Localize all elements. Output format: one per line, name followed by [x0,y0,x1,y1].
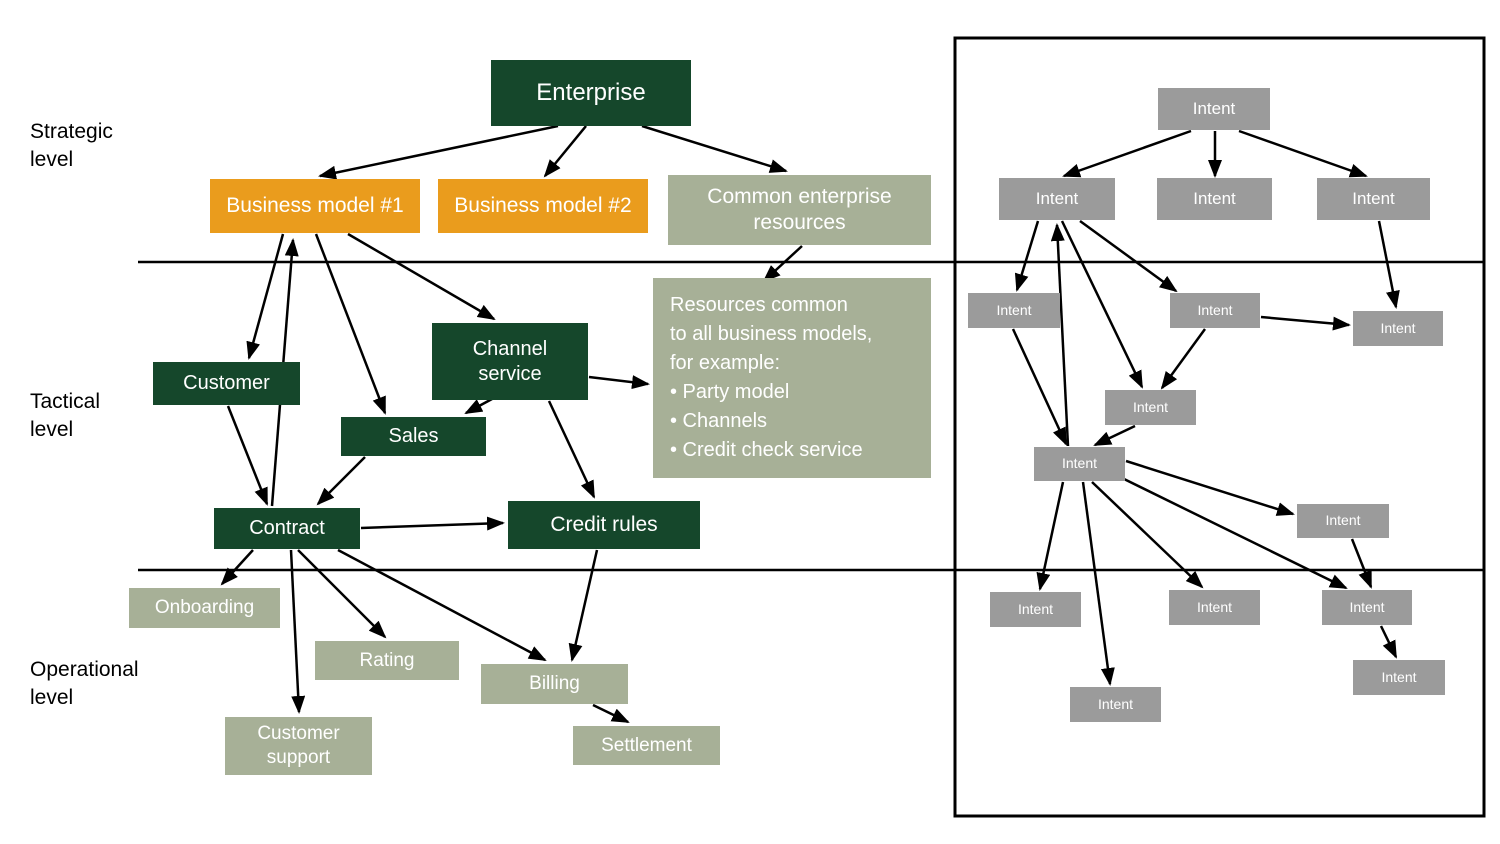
intent-box-resources: Intent [1353,311,1443,346]
resources-note-box: Resources common to all business models,… [653,278,931,478]
channel-service-box: Channel service [432,323,588,400]
contract-box: Contract [214,508,360,549]
intent-box-channel: Intent [1170,293,1260,328]
arrow-channel-to-resources [588,375,650,390]
rating-box: Rating [315,641,459,680]
arrow-contract-to-onboarding [220,549,254,586]
arrow-intent-channel-to-sales [1160,328,1207,390]
left-arrows [220,124,803,724]
arrow-contract-to-creditrules [360,516,505,531]
arrow-contract-to-rating [297,549,387,639]
right-arrows [1011,129,1400,686]
arrow-sales-to-contract [316,456,366,506]
arrow-channel-to-sales [464,397,493,415]
arrow-billing-to-settlement [592,703,630,724]
intent-box-customer: Intent [968,293,1060,328]
arrow-intent-left-to-sales [1060,220,1144,389]
arrow-contract-to-billing [337,548,547,662]
arrow-bm1-to-customer [246,233,285,360]
intent-box-onboarding: Intent [990,592,1081,627]
settlement-box: Settlement [573,726,720,765]
arrow-creditrules-to-billing [568,549,599,662]
arrow-intent-customer-to-contract [1011,328,1068,446]
arrow-bm1-to-channel [347,232,496,321]
level-label-strategic: Strategic level [30,120,113,172]
arrow-intent-creditrules-to-billing [1350,538,1373,589]
enterprise-box: Enterprise [491,60,691,126]
arrow-intent-contract-to-billing [1121,476,1348,590]
intent-box-settlement: Intent [1353,660,1445,695]
arrow-enterprise-to-bm2 [543,125,587,178]
intent-box-creditrules: Intent [1297,504,1389,538]
arrow-intent-contract-to-support [1081,481,1115,686]
arrow-intent-right-to-resources [1377,220,1400,309]
arrow-intent-sales-to-contract [1093,424,1136,447]
arrow-intent-billing-to-settlement [1379,625,1398,659]
arrow-intent-contract-to-onboarding [1036,481,1065,591]
arrow-common-to-resources [762,245,803,283]
intent-box-row2-left: Intent [999,178,1115,220]
intent-box-contract: Intent [1034,447,1125,481]
level-label-operational: Operational level [30,658,139,710]
arrow-intent-contract-to-rating [1091,481,1204,589]
arrow-intent-contract-to-creditrules [1125,459,1295,516]
arrow-enterprise-to-bm1 [318,124,559,180]
onboarding-box: Onboarding [129,588,280,628]
intent-box-billing: Intent [1322,590,1412,625]
arrow-intent-left-to-channel [1079,219,1178,293]
billing-box: Billing [481,664,628,704]
credit-rules-box: Credit rules [508,501,700,549]
intent-box-row2-right: Intent [1317,178,1430,220]
arrow-bm1-to-sales [314,233,387,415]
intent-box-row2-mid: Intent [1157,178,1272,220]
customer-support-box: Customer support [225,717,372,775]
intent-box-top: Intent [1158,88,1270,130]
common-enterprise-resources-box: Common enterprise resources [668,175,931,245]
intent-box-rating: Intent [1169,590,1260,625]
business-model-1-box: Business model #1 [210,179,420,233]
intent-box-sales: Intent [1105,390,1196,425]
customer-box: Customer [153,362,300,405]
arrow-customer-to-contract [226,405,269,506]
arrow-channel-to-creditrules [547,400,596,499]
arrow-intent-channel-to-resources [1260,315,1351,331]
arrow-enterprise-to-common [641,124,788,173]
sales-box: Sales [341,417,486,456]
business-model-2-box: Business model #2 [438,179,648,233]
arrow-intent-top-to-right [1238,129,1368,178]
arrow-intent-top-to-left [1062,129,1192,178]
arrow-intent-contract-to-left [1050,223,1070,447]
intent-box-support: Intent [1070,687,1161,722]
level-label-tactical: Tactical level [30,390,101,442]
right-panel-border [953,36,1486,818]
arrow-intent-left-to-customer [1014,220,1040,292]
arrow-contract-to-customersupport [289,549,306,714]
